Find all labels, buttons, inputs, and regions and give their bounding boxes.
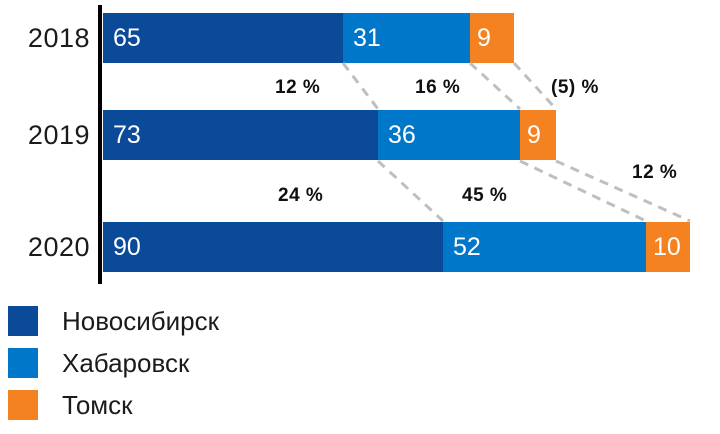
growth-label-2019-2020-tomsk: 12 % [632, 162, 678, 183]
chart-legend: Новосибирск Хабаровск Томск [8, 300, 348, 426]
bar-segment-2019-tomsk[interactable]: 9 [520, 110, 556, 160]
connector-2018-2019-tomsk [512, 61, 558, 111]
legend-swatch-novosibirsk [8, 306, 38, 336]
bar-segment-2018-tomsk[interactable]: 9 [470, 13, 514, 63]
axis-label-2018: 2018 [27, 23, 90, 53]
bar-segment-2018-novosibirsk[interactable]: 65 [103, 13, 343, 63]
bar-segment-2019-novosibirsk[interactable]: 73 [103, 110, 378, 160]
category-axis-line [98, 5, 102, 284]
legend-item-khabarovsk[interactable]: Хабаровск [8, 342, 348, 384]
bar-segment-2020-khabarovsk[interactable]: 52 [443, 222, 646, 272]
legend-label-tomsk: Томск [62, 390, 133, 420]
connector-2019-2020-novosibirsk [376, 159, 445, 223]
legend-label-khabarovsk: Хабаровск [62, 348, 190, 378]
legend-item-tomsk[interactable]: Томск [8, 384, 348, 426]
growth-label-2018-2019-novosibirsk: 12 % [275, 77, 321, 98]
axis-label-2020: 2020 [27, 232, 90, 262]
growth-label-2019-2020-novosibirsk: 24 % [278, 185, 324, 206]
legend-swatch-khabarovsk [8, 348, 38, 378]
bar-segment-2020-tomsk[interactable]: 10 [646, 222, 690, 272]
connector-2019-2020-khabarovsk [519, 159, 647, 223]
legend-item-novosibirsk[interactable]: Новосибирск [8, 300, 348, 342]
connector-2018-2019-novosibirsk [341, 62, 380, 110]
legend-swatch-tomsk [8, 390, 38, 420]
legend-label-novosibirsk: Новосибирск [62, 306, 219, 336]
connector-2018-2019-khabarovsk [468, 61, 522, 111]
bar-segment-2020-novosibirsk[interactable]: 90 [103, 222, 443, 272]
growth-label-2019-2020-khabarovsk: 45 % [462, 185, 508, 206]
bar-segment-2018-khabarovsk[interactable]: 31 [343, 13, 470, 63]
growth-label-2018-2019-tomsk: (5) % [551, 77, 599, 98]
growth-label-2018-2019-khabarovsk: 16 % [415, 77, 461, 98]
axis-label-2019: 2019 [27, 120, 90, 150]
bar-segment-2019-khabarovsk[interactable]: 36 [378, 110, 520, 160]
